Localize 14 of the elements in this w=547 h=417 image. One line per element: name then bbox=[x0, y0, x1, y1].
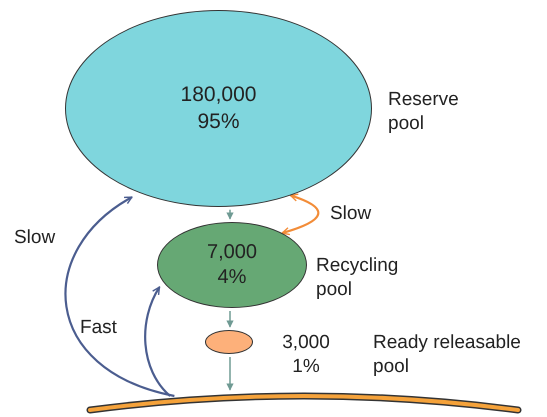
pool-label: Reserve pool bbox=[388, 88, 460, 136]
pool-size-text: 7,000 4% bbox=[206, 240, 258, 290]
pool-label: Ready releasable pool bbox=[373, 331, 522, 378]
arrow bbox=[144, 286, 171, 397]
pool-ellipse bbox=[205, 330, 253, 354]
arrow bbox=[64, 196, 175, 398]
pool-label: Recycling pool bbox=[316, 254, 400, 302]
membrane-bar bbox=[86, 392, 522, 414]
pool-label: 3,000 1% bbox=[281, 331, 331, 378]
pool-size-text: 180,000 95% bbox=[180, 82, 258, 134]
arrow bbox=[226, 210, 234, 220]
arrow bbox=[226, 310, 234, 328]
arrow bbox=[281, 194, 320, 236]
arrow bbox=[226, 357, 234, 391]
